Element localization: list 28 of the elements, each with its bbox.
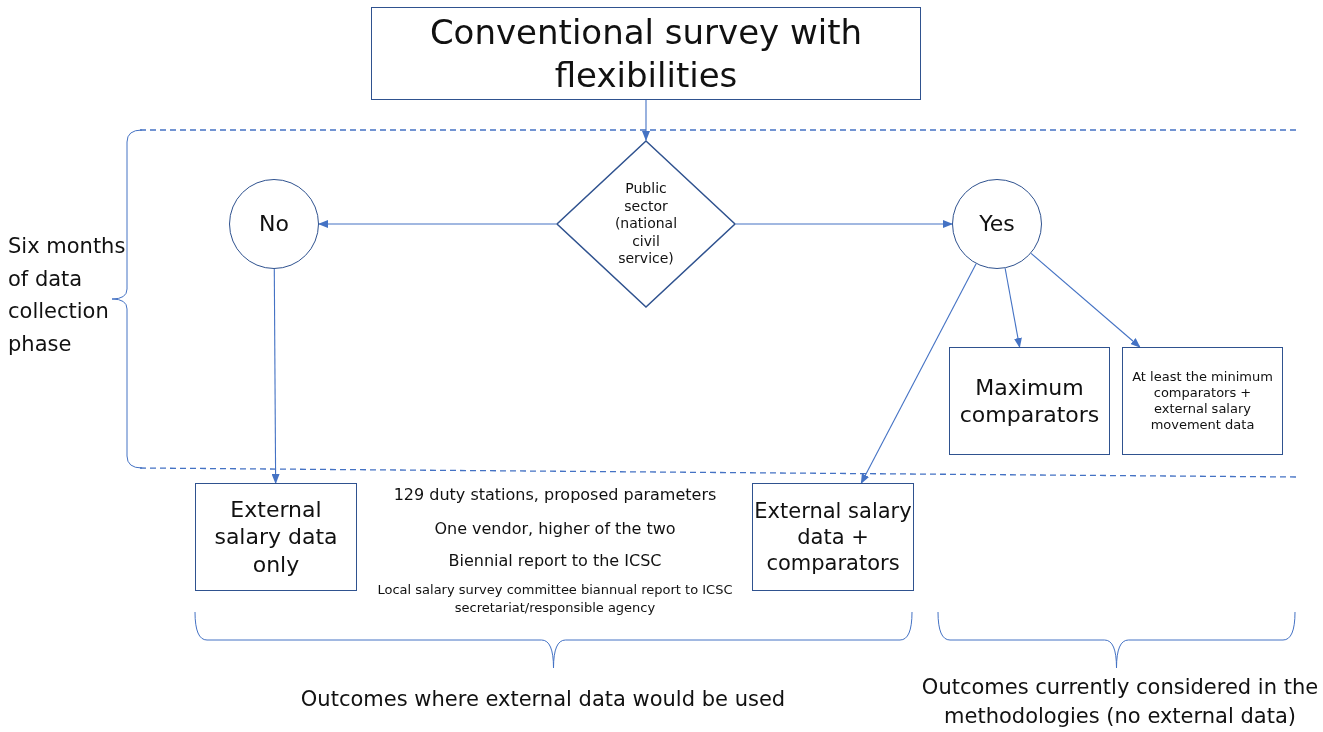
node-label: At least the minimum comparators + external salary movement data (1131, 368, 1274, 434)
process-box (1122, 347, 1283, 455)
arrow (318, 220, 557, 228)
decision-diamond (556, 140, 736, 308)
process-box (371, 7, 921, 100)
node-label: External salary data only (213, 495, 339, 579)
arrow (642, 99, 650, 141)
arrow (860, 263, 977, 484)
note-text: Biennial report to the ICSC (447, 551, 663, 572)
node-label: External salary data + comparators (754, 497, 912, 577)
group-caption: Outcomes currently considered in the methodologies (no external data) (920, 674, 1320, 731)
node-label: Conventional survey with flexibilities (428, 11, 864, 96)
node-label: Maximum comparators (958, 373, 1101, 429)
note-text: One vendor, higher of the two (433, 519, 677, 540)
arrow (271, 268, 280, 484)
process-box (195, 483, 357, 591)
arrow (1030, 252, 1141, 348)
group-caption: Outcomes where external data would be used (299, 686, 787, 713)
arrow (1004, 267, 1022, 348)
note-text: 129 duty stations, proposed parameters (392, 485, 718, 506)
phase-note: Six months of data collection phase (8, 233, 127, 358)
node-label: Yes (979, 210, 1015, 238)
note-text: Local salary survey committee biannual report to ICSC secretariat/responsible agency (376, 581, 734, 617)
node-label: Public sector (national civil service) (613, 180, 679, 268)
node-label: No (259, 210, 289, 238)
process-box (752, 483, 914, 591)
process-box (949, 347, 1110, 455)
arrow (735, 220, 953, 228)
